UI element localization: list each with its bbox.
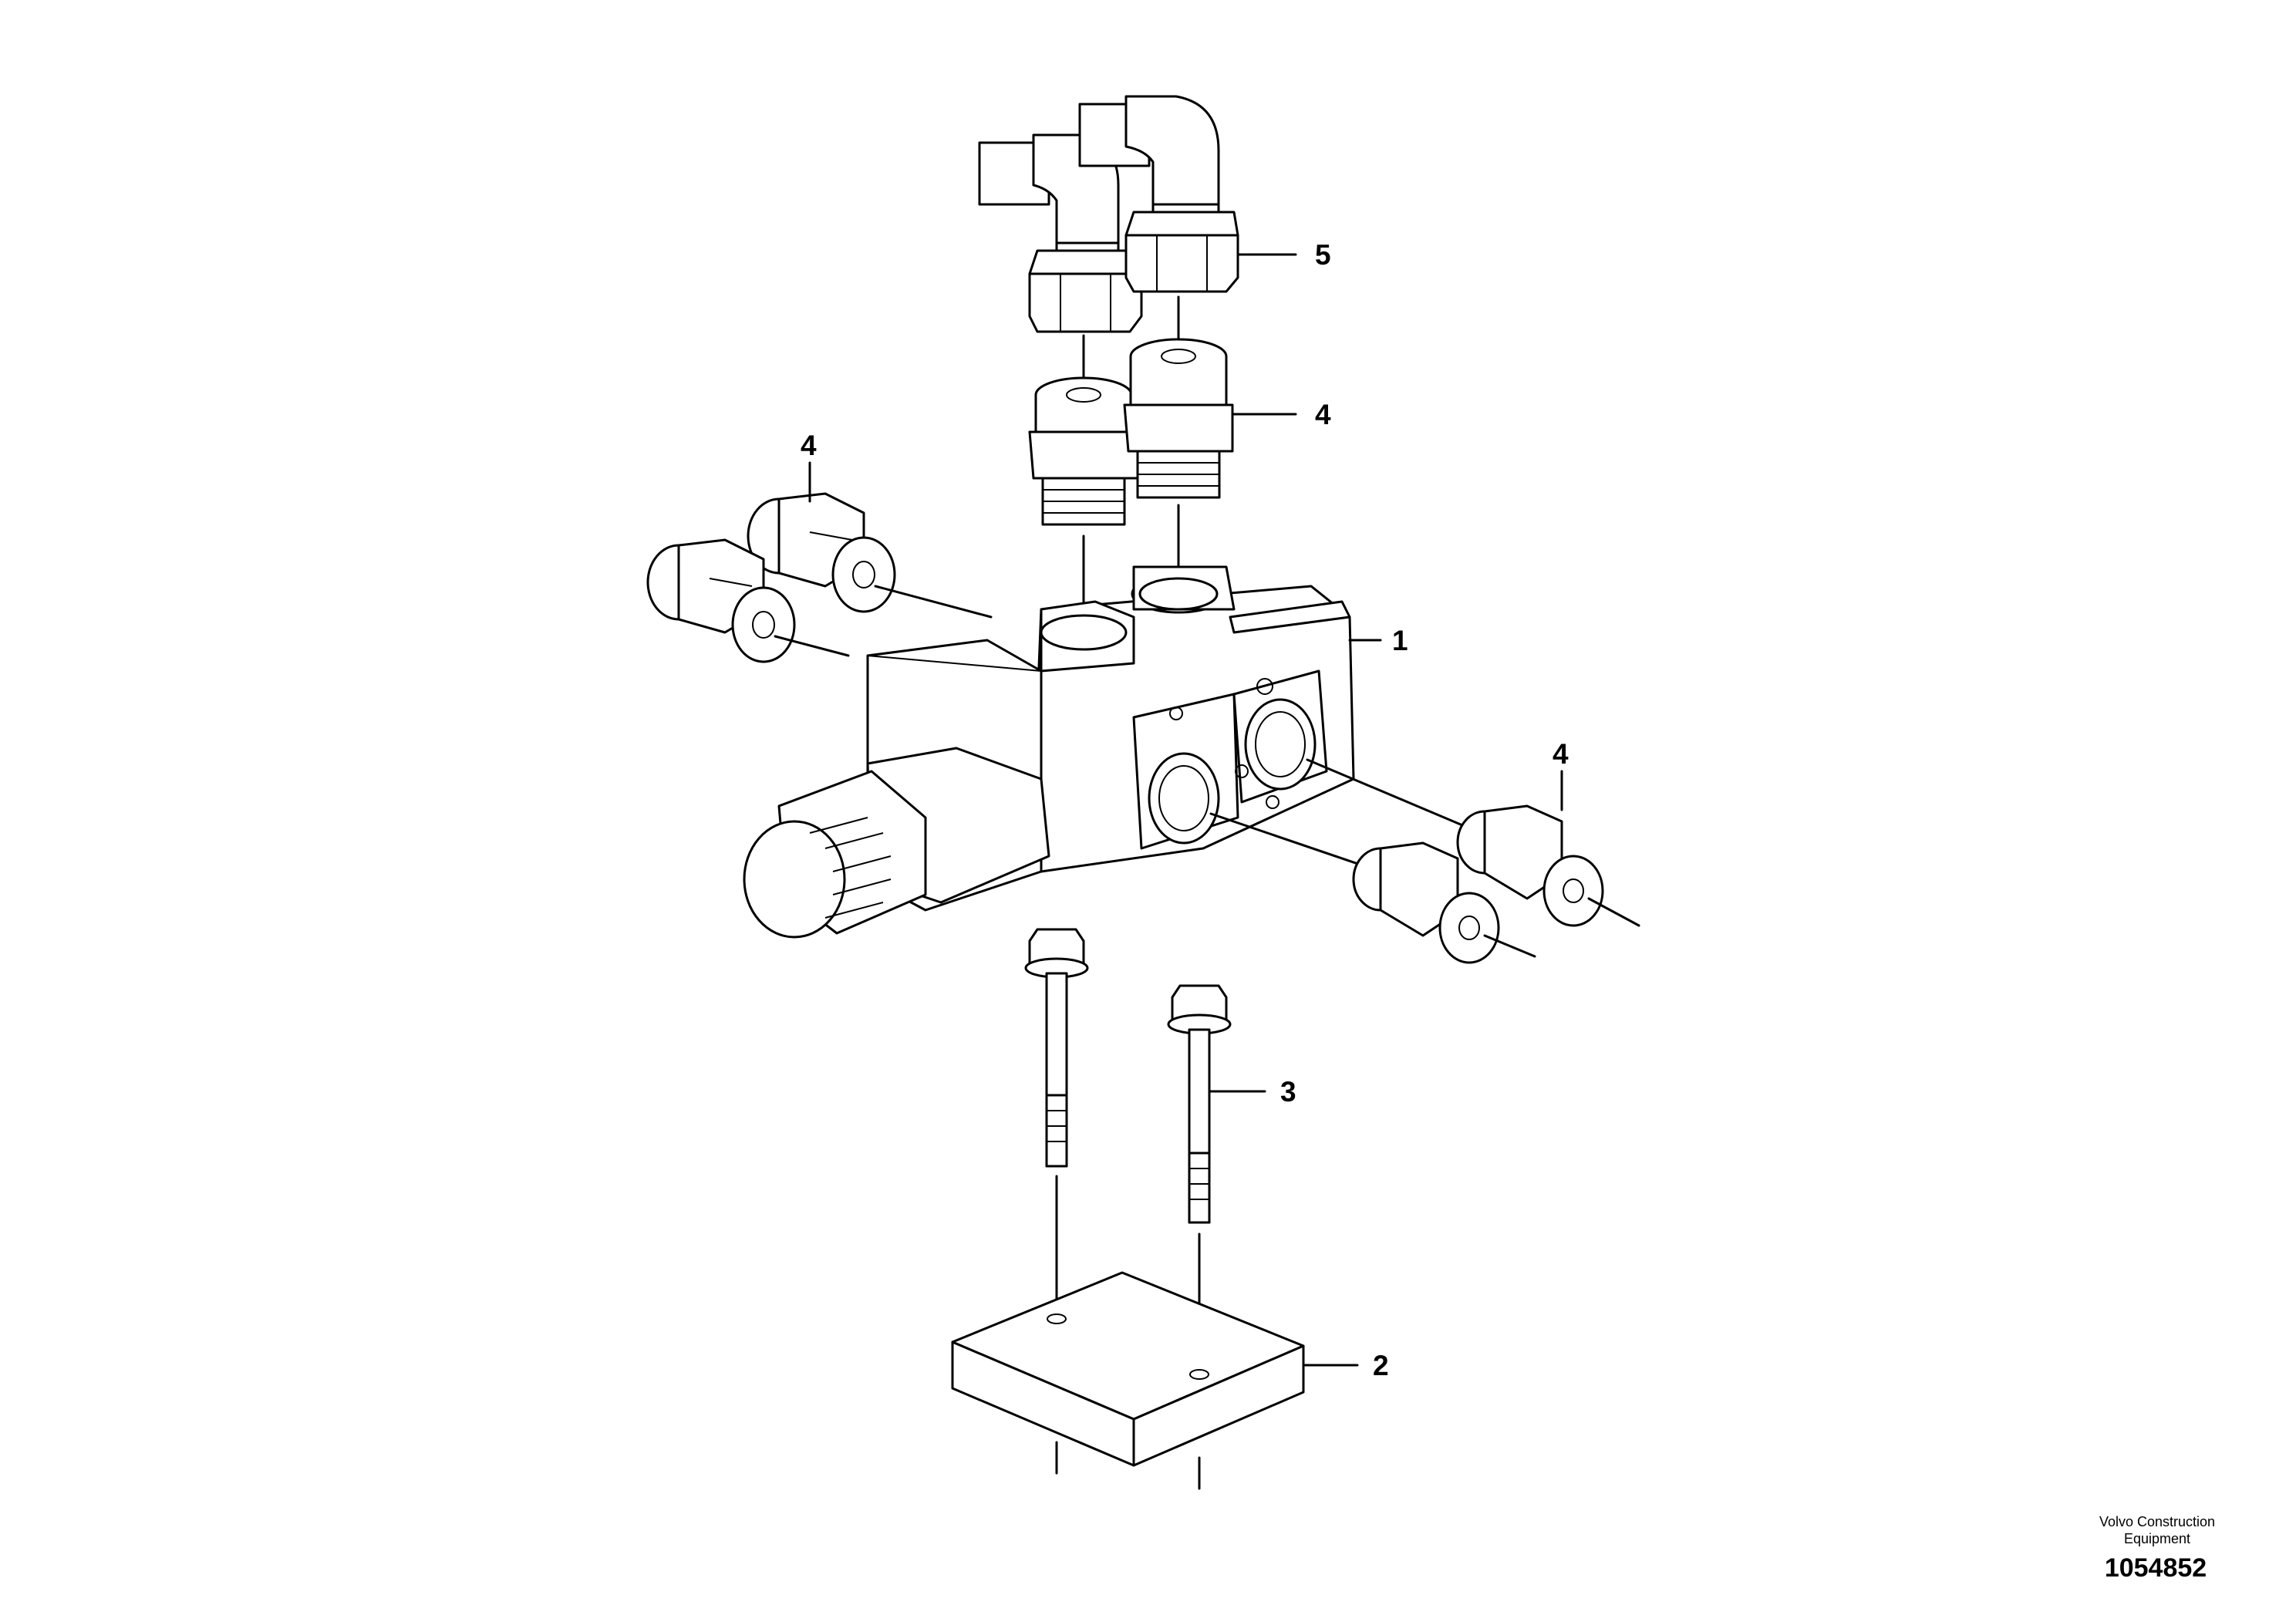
nipple-top-left[interactable] [1028,376,1139,526]
callout-nipple-left: 4 [801,430,817,461]
manufacturer-name: Volvo Construction Equipment [2065,1513,2250,1547]
callout-nipple-right: 4 [1553,738,1569,770]
manufacturer-line-1: Volvo Construction [2099,1514,2216,1529]
callout-plate: 2 [1373,1350,1389,1381]
callout-screw: 3 [1280,1076,1296,1108]
screw-right[interactable] [1167,984,1232,1224]
nipple-left-lower[interactable] [646,538,796,663]
nipple-right-lower[interactable] [1352,841,1500,964]
nipple-left-upper[interactable] [747,492,896,613]
nipple-top-right[interactable] [1123,338,1234,499]
elbow-fitting-right[interactable] [1078,95,1239,293]
nipple-right-upper[interactable] [1456,804,1604,927]
document-number: 1054852 [2104,1553,2207,1583]
callout-nipple-top: 4 [1315,399,1331,430]
valve-block[interactable] [1032,565,1355,873]
screw-left[interactable] [1024,928,1089,1168]
manufacturer-line-2: Equipment [2123,1531,2191,1546]
callout-valve: 1 [1392,625,1408,656]
mounting-plate[interactable] [951,1271,1305,1467]
solenoid-coil[interactable] [743,639,1050,939]
callout-elbow: 5 [1315,239,1331,271]
